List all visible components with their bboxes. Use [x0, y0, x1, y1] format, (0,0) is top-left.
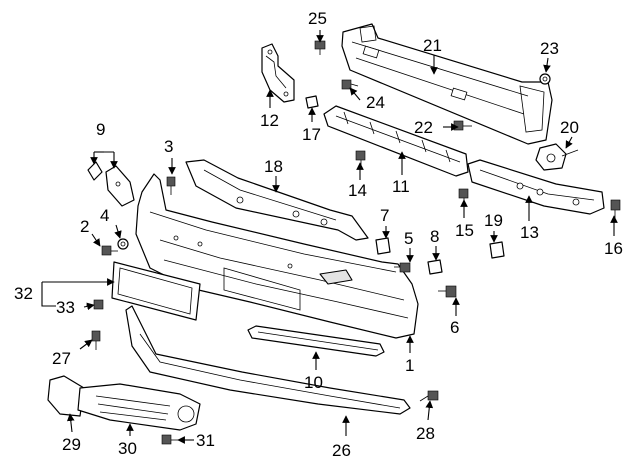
fog-lamp-cover-part	[47, 375, 85, 417]
screw-3-part	[166, 176, 176, 195]
impact-bar-part	[341, 23, 553, 145]
left-bracket-part	[261, 43, 295, 103]
callout-18: 18	[264, 157, 283, 176]
callout-28: 28	[416, 424, 435, 443]
callout-21: 21	[423, 36, 442, 55]
bolt-28-part	[419, 390, 439, 402]
bolt-6-part	[438, 285, 457, 298]
clip-7-part	[375, 237, 391, 255]
upper-bracket-part	[185, 159, 369, 241]
right-mount-part	[535, 143, 579, 171]
callout-33: 33	[56, 298, 75, 317]
nut-23-part	[539, 73, 551, 85]
bolt-16-part	[610, 199, 621, 220]
callout-9: 9	[96, 120, 105, 139]
callout-1: 1	[405, 356, 414, 375]
callout-29: 29	[62, 435, 81, 454]
callout-32: 32	[14, 284, 33, 303]
callout-24: 24	[366, 93, 385, 112]
callout-27: 27	[52, 349, 71, 368]
callout-20: 20	[560, 118, 579, 137]
callout-11: 11	[392, 177, 410, 196]
callout-12: 12	[260, 111, 279, 130]
screw-31-part	[161, 434, 178, 445]
license-bracket-part	[111, 261, 201, 321]
screw-33-part	[86, 299, 104, 310]
callout-26: 26	[332, 441, 351, 460]
callout-5: 5	[404, 229, 413, 248]
bumper-cover-part	[135, 173, 419, 339]
clip-19-part	[489, 241, 505, 259]
trim-strip-part	[247, 325, 385, 357]
callout-25: 25	[308, 9, 327, 28]
callout-2: 2	[80, 217, 89, 236]
callout-16: 16	[604, 239, 623, 258]
screw-2-part	[101, 245, 118, 256]
callout-3: 3	[164, 137, 173, 156]
nut-4-part	[117, 238, 129, 250]
callout-22: 22	[414, 118, 433, 137]
callout-7: 7	[380, 206, 389, 225]
clip-8-part	[427, 259, 443, 275]
bolt-22-part	[453, 120, 472, 131]
energy-absorber-part	[323, 105, 469, 177]
callout-31: 31	[196, 431, 215, 450]
bolt-25-part	[314, 40, 326, 55]
callout-labels: 25 21 23 24 12 17 22 20 9 3 18 14 11 7 1…	[14, 9, 623, 460]
bolt-24-part	[341, 79, 359, 90]
bolt-5-part	[394, 262, 411, 273]
callout-6: 6	[450, 318, 459, 337]
callout-8: 8	[430, 227, 439, 246]
leader-lines	[41, 30, 618, 444]
push-clip-27-part	[91, 330, 101, 350]
callout-14: 14	[348, 181, 367, 200]
lower-grille-part	[77, 383, 201, 431]
callout-17: 17	[302, 125, 321, 144]
callout-13: 13	[520, 223, 539, 242]
callout-15: 15	[455, 221, 474, 240]
callout-30: 30	[118, 439, 137, 458]
callout-10: 10	[304, 373, 323, 392]
clip-17-part	[305, 95, 319, 109]
right-bracket-part	[467, 159, 605, 215]
callout-4: 4	[100, 206, 109, 225]
callout-23: 23	[540, 39, 559, 58]
lower-spoiler-part	[125, 305, 411, 415]
callout-19: 19	[484, 211, 503, 230]
side-bracket-9-part	[87, 161, 135, 207]
